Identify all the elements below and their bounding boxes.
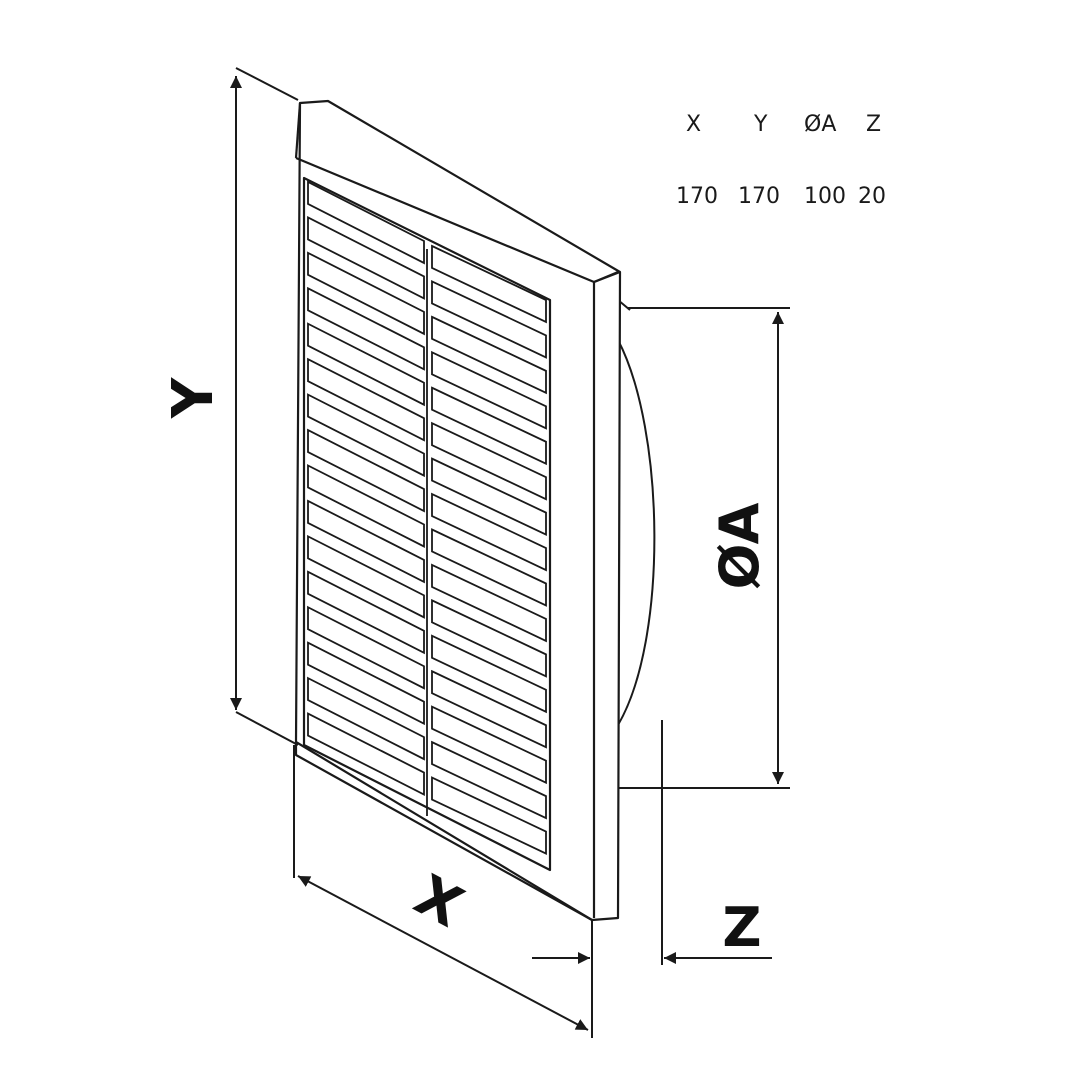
louver-slat	[307, 428, 425, 513]
spec-table: X Y ØA Z 170 170 100 20	[668, 112, 908, 214]
spec-value-z: 20	[858, 184, 886, 209]
dimension-z-label: Z	[722, 896, 761, 959]
louver-slat	[431, 669, 547, 749]
dimension-y-label: Y	[161, 376, 226, 419]
louver-slat	[307, 534, 425, 619]
louver-slat	[431, 421, 547, 501]
louver-slat	[307, 570, 425, 655]
louver-slat	[431, 598, 547, 678]
louver-group	[307, 180, 547, 855]
louver-slat	[307, 641, 425, 726]
louver-slat	[307, 180, 425, 265]
spec-header-diameter: ØA	[804, 112, 837, 137]
louver-slat	[307, 357, 425, 442]
spec-value-y: 170	[738, 184, 780, 209]
louver-slat	[431, 776, 547, 855]
spec-value-row: 170 170 100 20	[668, 184, 908, 214]
louver-slat	[307, 499, 425, 584]
dimension-diameter	[628, 307, 790, 789]
dimension-x	[293, 745, 593, 1038]
spec-header-y: Y	[754, 112, 768, 137]
spec-header-x: X	[686, 112, 702, 137]
louver-slat	[431, 492, 547, 572]
louver-slat	[307, 251, 425, 336]
spec-value-x: 170	[676, 184, 718, 209]
louver-slat	[431, 350, 547, 430]
louver-slat	[431, 563, 547, 643]
louver-slat	[307, 286, 425, 371]
spec-header-z: Z	[866, 112, 882, 137]
louver-slat	[307, 215, 425, 300]
spec-value-diameter: 100	[804, 184, 846, 209]
louver-slat	[431, 280, 547, 359]
louver-slat	[431, 528, 547, 607]
dimension-x-label: X	[404, 863, 473, 941]
louver-slat	[431, 634, 547, 714]
dimension-diameter-label: ØA	[708, 502, 771, 589]
dimension-y	[230, 67, 299, 746]
louver-slat	[307, 605, 425, 690]
louver-slat	[431, 315, 547, 395]
spec-header-row: X Y ØA Z	[668, 112, 908, 142]
spigot	[617, 299, 656, 789]
dimension-z	[532, 720, 772, 965]
louver-slat	[307, 712, 425, 797]
louver-slat	[431, 705, 547, 785]
louver-slat	[431, 244, 547, 324]
louver-slat	[431, 740, 547, 820]
louver-slat	[307, 393, 425, 478]
louver-slat	[431, 386, 547, 466]
louver-slat	[307, 464, 425, 548]
louver-slat	[307, 676, 425, 761]
louver-slat	[431, 457, 547, 537]
louver-slat	[307, 322, 425, 407]
